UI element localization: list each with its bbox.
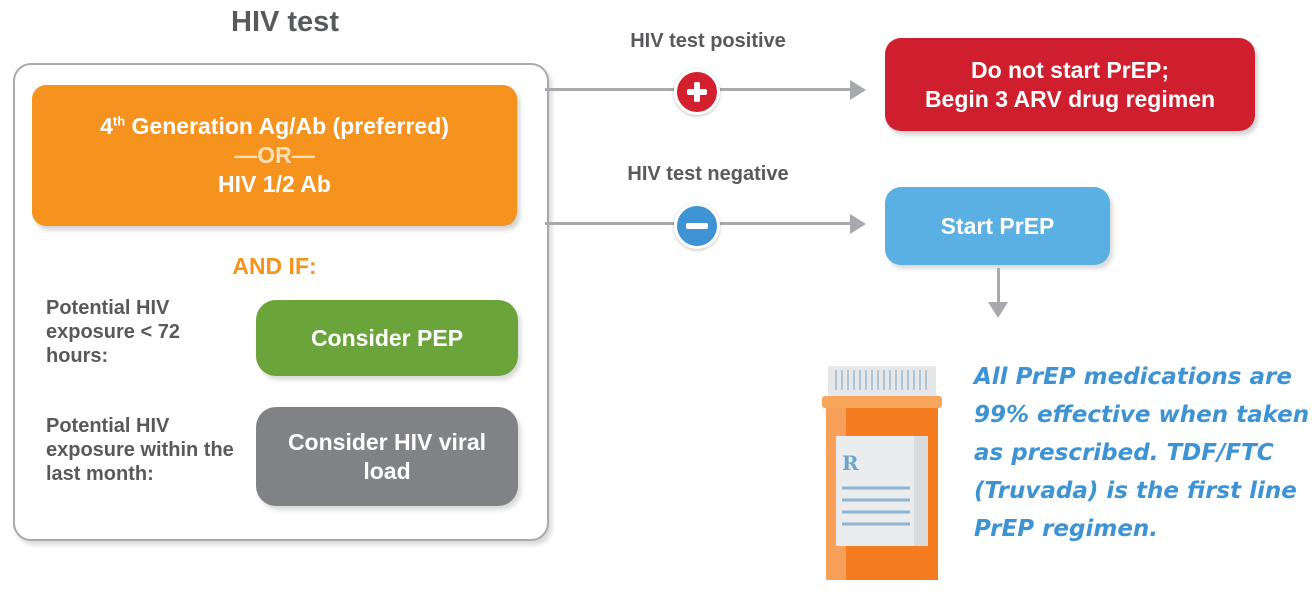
condition-recent-exposure: Potential HIV exposure < 72 hours:	[46, 297, 180, 367]
or-separator: —OR—	[234, 142, 315, 169]
test-option-ag-ab: 4th Generation Ag/Ab (preferred)	[100, 113, 449, 140]
down-arrowhead-icon	[988, 302, 1008, 318]
minus-icon	[674, 203, 720, 249]
negative-arrowhead-icon	[850, 214, 866, 234]
prep-effectiveness-note: All PrEP medications are 99% effective w…	[974, 364, 1310, 542]
do-not-start-prep-box: Do not start PrEP; Begin 3 ARV drug regi…	[885, 38, 1255, 131]
consider-viral-load-box: Consider HIV viral load	[256, 407, 518, 506]
start-prep-box: Start PrEP	[885, 187, 1110, 265]
svg-text:R: R	[842, 451, 859, 475]
plus-icon	[674, 69, 720, 115]
negative-label: HIV test negative	[627, 163, 789, 185]
positive-arrowhead-icon	[850, 80, 866, 100]
pill-bottle-icon: R	[822, 366, 942, 580]
condition-last-month-exposure: Potential HIV exposure within the last m…	[46, 415, 234, 485]
test-option-ab: HIV 1/2 Ab	[218, 170, 331, 197]
consider-pep-box: Consider PEP	[256, 300, 518, 376]
test-type-box: 4th Generation Ag/Ab (preferred) —OR— HI…	[32, 85, 517, 226]
and-if-heading: AND IF:	[232, 253, 317, 279]
page-title: HIV test	[231, 6, 339, 38]
down-connector-line	[997, 268, 1000, 306]
positive-label: HIV test positive	[630, 30, 786, 52]
